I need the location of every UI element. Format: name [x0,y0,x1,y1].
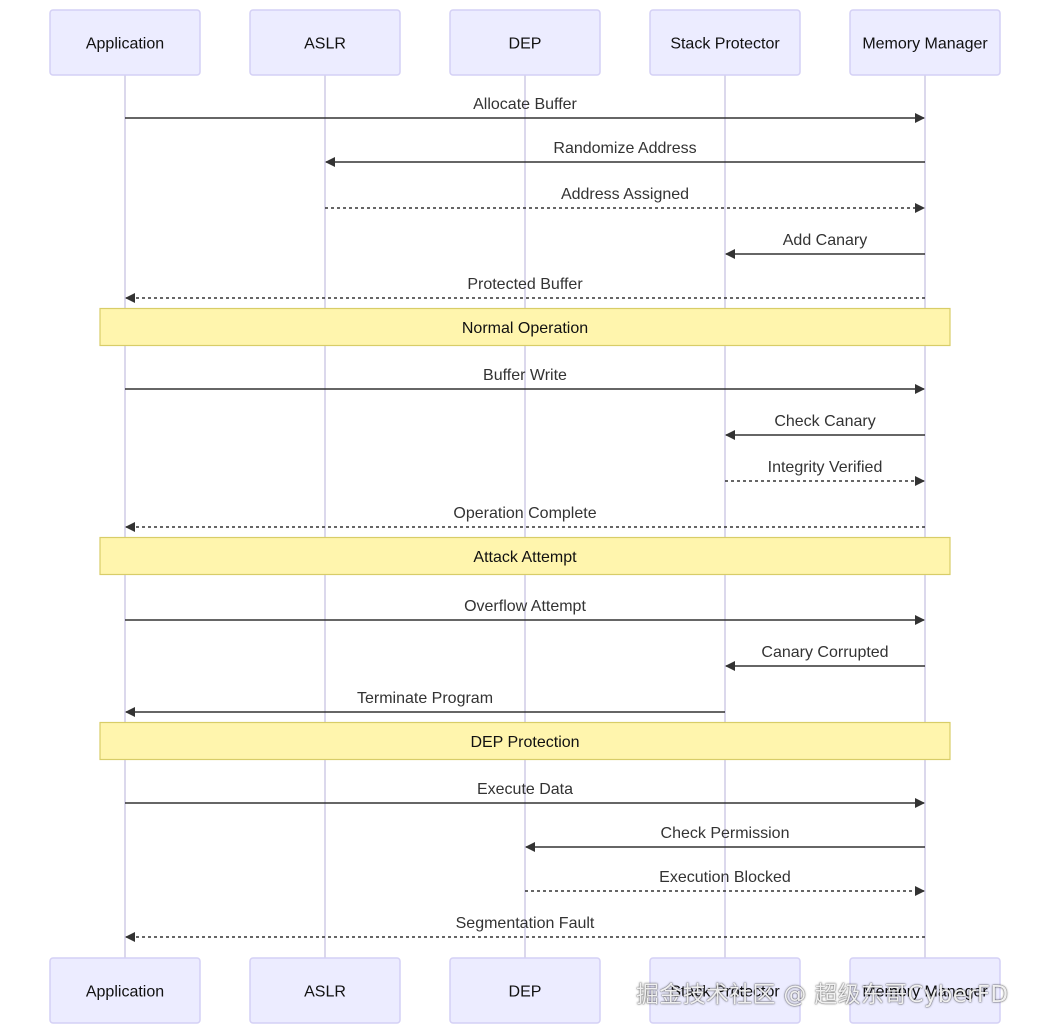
message: Segmentation Fault [125,915,925,942]
message-label: Buffer Write [483,367,567,384]
message: Add Canary [725,232,925,259]
actor-label: DEP [509,36,542,53]
note: DEP Protection [99,721,951,761]
actor-box [849,957,1001,1024]
message: Terminate Program [125,690,725,717]
actor-box [449,957,601,1024]
actors-bottom: Application ASLR DEP Stack Protector Memory … [49,957,1001,1024]
actor-box [649,957,801,1024]
actor-app-top: Application [49,9,201,76]
message: Operation Complete [125,505,925,532]
message-label: Protected Buffer [467,276,583,293]
message-label: Randomize Address [553,140,696,157]
message-label: Check Canary [774,413,875,430]
actor-box [649,9,801,76]
message: Execution Blocked [525,869,925,896]
message: Canary Corrupted [725,644,925,671]
actor-label: Memory Manager [862,36,988,53]
actor-label: ASLR [304,984,346,1001]
actor-aslr-bottom: ASLR [249,957,401,1024]
lifelines [124,75,926,958]
message-label: Allocate Buffer [473,96,577,113]
message: Address Assigned [325,186,925,213]
actor-mem-top: Memory Manager [849,9,1001,76]
actor-aslr-top: ASLR [249,9,401,76]
message: Allocate Buffer [125,96,925,123]
actor-mem-bottom: Memory Manager [849,957,1001,1024]
note-box [99,307,951,347]
note-box [99,536,951,576]
actor-label: Application [86,984,164,1001]
actor-box [849,9,1001,76]
note-box [99,721,951,761]
note-label: DEP Protection [470,734,579,751]
message-label: Add Canary [783,232,868,249]
message-label: Address Assigned [561,186,689,203]
message-label: Overflow Attempt [464,598,586,615]
note: Normal Operation [99,307,951,347]
actor-label: ASLR [304,36,346,53]
watermark-text: 掘金技术社区 @ 超级东哥CyberFD [636,982,1009,1008]
actor-stack-top: Stack Protector [649,9,801,76]
actor-box [249,9,401,76]
actor-box [249,957,401,1024]
message-label: Check Permission [661,825,790,842]
actors-top: Application ASLR DEP Stack Protector Memory … [49,9,1001,76]
actor-label: Stack Protector [670,36,780,53]
actor-label: DEP [509,984,542,1001]
message: Protected Buffer [125,276,925,303]
message: Execute Data [125,781,925,808]
actor-dep-top: DEP [449,9,601,76]
actor-box [49,9,201,76]
message-label: Integrity Verified [768,459,883,476]
message: Buffer Write [125,367,925,394]
message-label: Segmentation Fault [456,915,595,932]
message-label: Operation Complete [453,505,596,522]
actor-stack-bottom: Stack Protector [649,957,801,1024]
note-label: Normal Operation [462,320,588,337]
message: Overflow Attempt [125,598,925,625]
message-label: Execute Data [477,781,573,798]
actor-box [449,9,601,76]
actor-label: Memory Manager [862,984,988,1001]
message: Randomize Address [325,140,925,167]
note-label: Attack Attempt [473,549,577,566]
message-label: Terminate Program [357,690,493,707]
actor-label: Application [86,36,164,53]
actor-dep-bottom: DEP [449,957,601,1024]
message: Check Permission [525,825,925,852]
actor-box [49,957,201,1024]
actor-label: Stack Protector [670,984,780,1001]
note: Attack Attempt [99,536,951,576]
actor-app-bottom: Application [49,957,201,1024]
message: Integrity Verified [725,459,925,486]
message: Check Canary [725,413,925,440]
message-label: Execution Blocked [659,869,791,886]
message-label: Canary Corrupted [761,644,888,661]
